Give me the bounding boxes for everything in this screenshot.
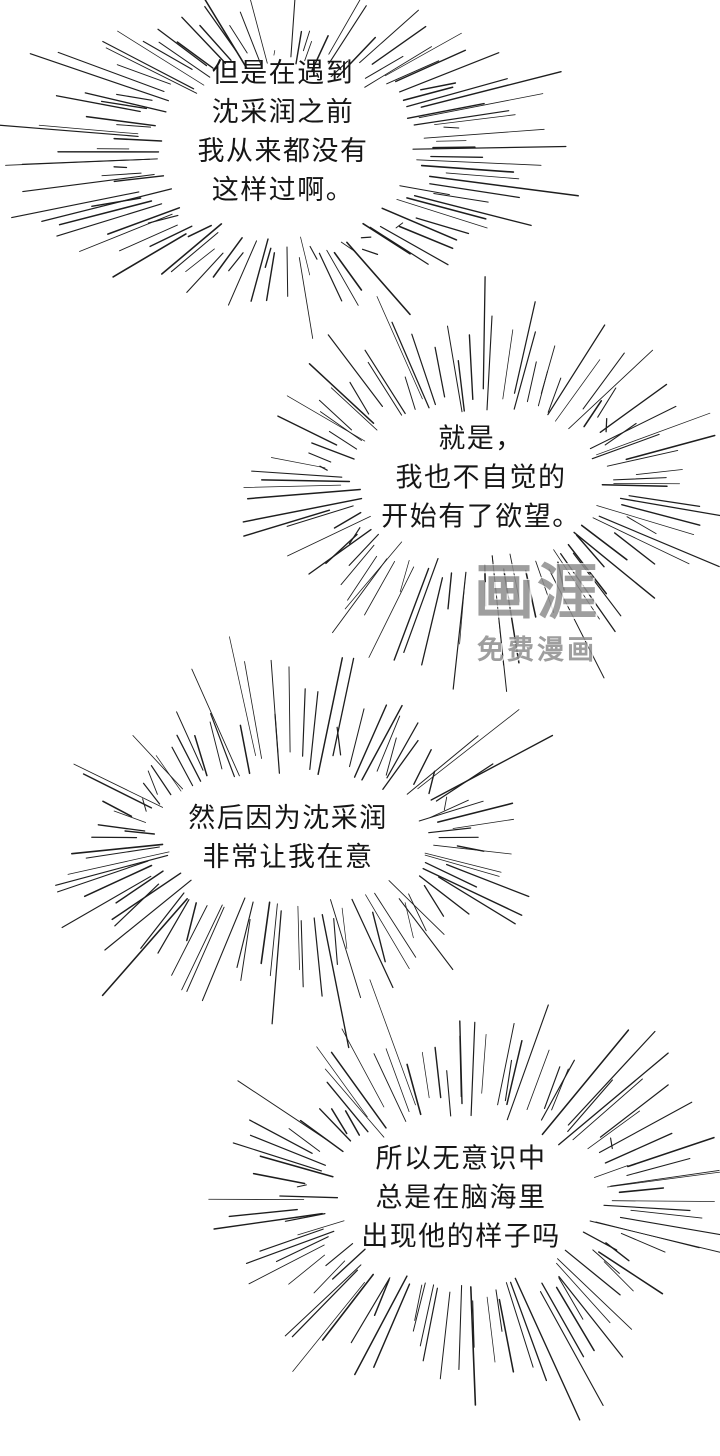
speech-burst-4: 所以无意识中 总是在脑海里 出现他的样子吗: [361, 1140, 561, 1257]
bubble-text-line: 就是，: [438, 423, 524, 454]
burst-rays-3: [55, 636, 554, 1049]
speech-burst-3: 然后因为沈采润 非常让我在意: [188, 799, 388, 877]
bubble-text-line: 我也不自觉的: [395, 462, 567, 493]
bubble-text-line: 开始有了欲望。: [381, 501, 581, 532]
bubble-text-line: 这样过啊。: [211, 175, 355, 205]
bubble-text-line: 总是在脑海里: [375, 1182, 547, 1213]
bubble-text-line: 我从来都没有: [197, 136, 369, 166]
burst-rays-2: [242, 276, 720, 692]
bubble-text-line: 沈采润之前: [211, 97, 355, 127]
bubble-text-line: 但是在遇到: [211, 58, 355, 88]
bubble-text-line: 出现他的样子吗: [361, 1221, 561, 1252]
bubble-text-line: 非常让我在意: [202, 842, 374, 872]
burst-rays-1: [0, 0, 579, 339]
bubble-text-line: 然后因为沈采润: [188, 803, 388, 833]
burst-rays-4: [208, 979, 720, 1421]
bubble-text-line: 所以无意识中: [375, 1143, 547, 1174]
speech-burst-2: 就是， 我也不自觉的 开始有了欲望。: [381, 420, 581, 537]
speech-burst-1: 但是在遇到 沈采润之前 我从来都没有 这样过啊。: [198, 54, 369, 210]
